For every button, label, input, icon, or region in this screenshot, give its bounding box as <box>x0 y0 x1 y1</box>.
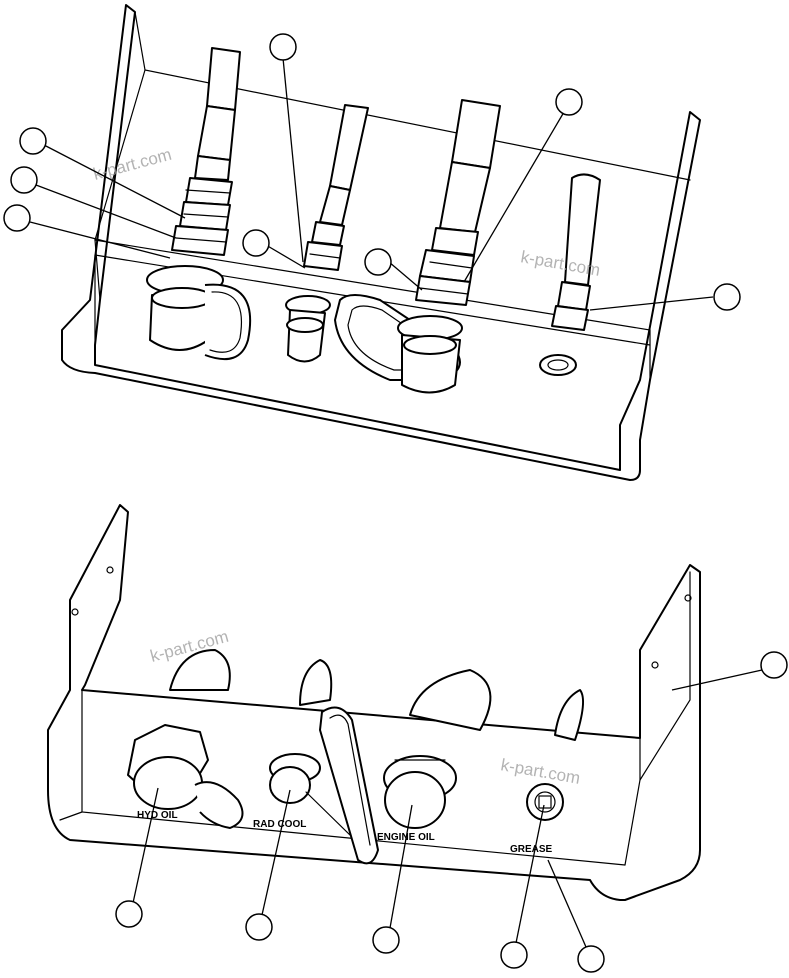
callout-bubble <box>760 651 788 679</box>
callout-bubbles <box>3 33 788 973</box>
callout-bubble <box>115 900 143 928</box>
upper-hose-right <box>415 99 501 306</box>
callout-bubble <box>269 33 297 61</box>
callout-bubble <box>245 913 273 941</box>
upper-hose-center <box>303 104 369 271</box>
callout-bubble <box>500 941 528 969</box>
label-hyd-oil: HYD OIL <box>137 810 178 821</box>
callout-bubble <box>713 283 741 311</box>
lower-hose-2 <box>299 659 333 706</box>
lower-loop-tether <box>319 706 379 865</box>
upper-cap-right <box>397 315 463 394</box>
callout-bubble <box>242 229 270 257</box>
lower-bracket <box>47 504 701 901</box>
watermark: k-part.com <box>91 145 173 184</box>
hyd-oil-cap <box>127 724 244 829</box>
upper-hose-left <box>171 47 241 256</box>
lower-hose-4 <box>554 689 585 741</box>
upper-cap-left <box>146 265 252 360</box>
callout-bubble <box>364 248 392 276</box>
upper-cap-center <box>285 295 331 363</box>
label-grease: GREASE <box>510 844 553 855</box>
upper-assembly <box>61 4 701 481</box>
callout-leaders <box>29 57 763 948</box>
lower-assembly: HYD OIL RAD COOL ENGINE OIL GREASE <box>47 504 701 901</box>
upper-grease-fitting <box>539 354 577 376</box>
lower-hose-3 <box>409 669 492 731</box>
callout-bubble <box>555 88 583 116</box>
grease-fitting <box>526 783 564 821</box>
label-rad-cool: RAD COOL <box>253 819 306 830</box>
rad-cool-cap <box>269 753 366 838</box>
upper-bracket <box>61 4 701 481</box>
callout-bubble <box>372 926 400 954</box>
lower-hose-1 <box>169 649 231 691</box>
upper-hose-far-right <box>551 173 601 331</box>
engine-oil-cap <box>383 755 457 829</box>
callout-bubble <box>10 166 38 194</box>
callout-bubble <box>3 204 31 232</box>
watermark: k-part.com <box>499 755 581 788</box>
callout-bubble <box>19 127 47 155</box>
callout-bubble <box>577 945 605 973</box>
